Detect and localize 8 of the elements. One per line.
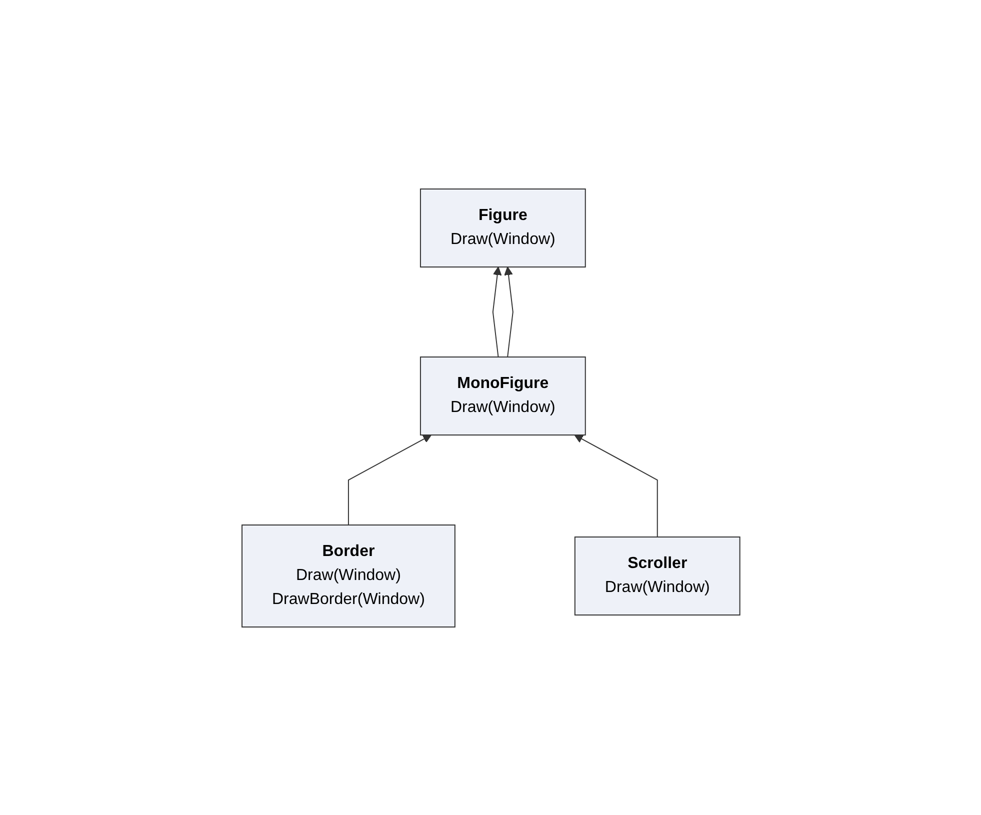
node-box: Border Draw(Window) DrawBorder(Window) <box>241 524 455 627</box>
node-box: MonoFigure Draw(Window) <box>420 356 586 435</box>
arrow <box>492 266 502 357</box>
node-box: Scroller Draw(Window) <box>574 536 740 615</box>
arrow <box>504 266 513 357</box>
arrow <box>348 434 432 525</box>
arrow <box>574 434 658 537</box>
node-box: Figure Draw(Window) <box>420 188 586 267</box>
